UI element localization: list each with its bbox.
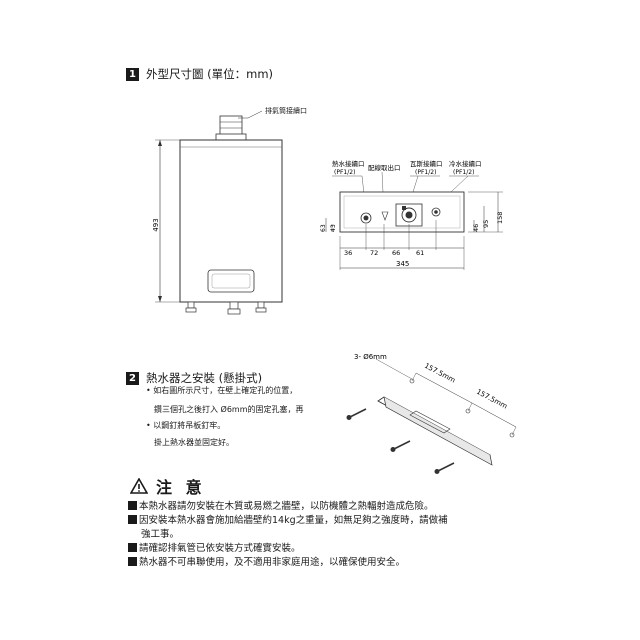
total-width-label: 345	[396, 260, 409, 268]
screw-2	[390, 440, 411, 452]
section-1-title: 外型尺寸圖 (單位：mm)	[146, 67, 274, 81]
port-label-hot-water: 熱水接續口	[332, 159, 365, 168]
caution-item-continuation: 強工事。	[141, 529, 180, 540]
warning-triangle-icon	[130, 478, 148, 494]
caution-header: 注 意	[130, 474, 206, 498]
caution-item: 本熱水器請勿安裝在木質或易燃之牆壁，以防機體之熱輻射造成危險。	[128, 500, 448, 514]
install-step-1: • 如右圖所示尺寸，在壁上確定孔的位置，	[146, 386, 298, 395]
exhaust-port-label: 排氣筒接續口	[265, 107, 307, 115]
caution-item: 請確認排氣管已依安裝方式確實安裝。	[128, 542, 448, 556]
wall-hole-3	[509, 432, 515, 438]
svg-text:63: 63	[320, 224, 327, 232]
wall-hole-2	[465, 408, 471, 414]
height-dimension-label: 493	[152, 218, 160, 231]
port-label-gas: 瓦斯接續口	[410, 159, 443, 168]
svg-text:46: 46	[472, 224, 480, 232]
caution-list: 本熱水器請勿安裝在木質或易燃之牆壁，以防機體之熱輻射造成危險。 因安裝本熱水器會…	[128, 500, 448, 570]
wiring-port	[381, 211, 389, 221]
square-bullet-icon	[128, 515, 137, 524]
svg-text:66: 66	[392, 249, 400, 257]
port-spec-gas: (PF1/2)	[415, 169, 436, 176]
exhaust-pipe	[219, 115, 243, 137]
screw-3	[434, 462, 455, 474]
caution-item: 因安裝本熱水器會施加給牆壁約14kg之重量，如無足夠之強度時，請做補	[128, 514, 448, 528]
svg-text:72: 72	[370, 249, 378, 257]
port-label-cold-water: 冷水接續口	[449, 159, 482, 168]
wall-hole-1	[409, 378, 415, 384]
bottom-view-drawing: 熱水接續口 (PF1/2) 配線取出口 瓦斯接續口 (PF1/2) 冷水接續口 …	[320, 159, 504, 270]
svg-text:158: 158	[496, 212, 504, 224]
square-bullet-icon	[128, 501, 137, 510]
install-step-4: 掛上熱水器並固定好。	[154, 438, 234, 447]
screw-1	[346, 408, 367, 420]
spacing-label-1: 157.5mm	[423, 362, 457, 385]
install-step-2: 鑽三個孔之後打入 Ø6mm的固定孔塞，再	[154, 405, 304, 414]
section-1-number: 1	[126, 67, 139, 81]
front-view-drawing: 493	[152, 110, 283, 315]
port-label-wiring: 配線取出口	[368, 163, 401, 172]
square-bullet-icon	[128, 557, 137, 566]
caution-item: 熱水器不可串聯使用，及不適用非家庭用途，以確保使用安全。	[128, 556, 448, 570]
section-2-header: 2 熱水器之安裝 (懸掛式)	[126, 370, 262, 386]
caution-title: 注 意	[156, 478, 206, 497]
section-2-number: 2	[126, 371, 139, 385]
section-2-title: 熱水器之安裝 (懸掛式)	[146, 371, 263, 385]
hole-spec-label: 3- Ø6mm	[354, 353, 387, 361]
svg-text:95: 95	[482, 220, 490, 228]
section-1-header: 1 外型尺寸圖 (單位：mm)	[126, 66, 273, 82]
display-window	[207, 269, 255, 293]
svg-text:43: 43	[330, 224, 337, 232]
port-spec-cold-water: (PF1/2)	[453, 169, 474, 176]
svg-text:36: 36	[344, 249, 352, 257]
port-spec-hot-water: (PF1/2)	[334, 169, 355, 176]
install-step-3: • 以鋼釘將吊板釘牢。	[146, 421, 226, 430]
bracket-drawing: 3- Ø6mm 157.5mm 157.5mm	[346, 353, 517, 474]
square-bullet-icon	[128, 543, 137, 552]
svg-text:61: 61	[416, 249, 424, 257]
